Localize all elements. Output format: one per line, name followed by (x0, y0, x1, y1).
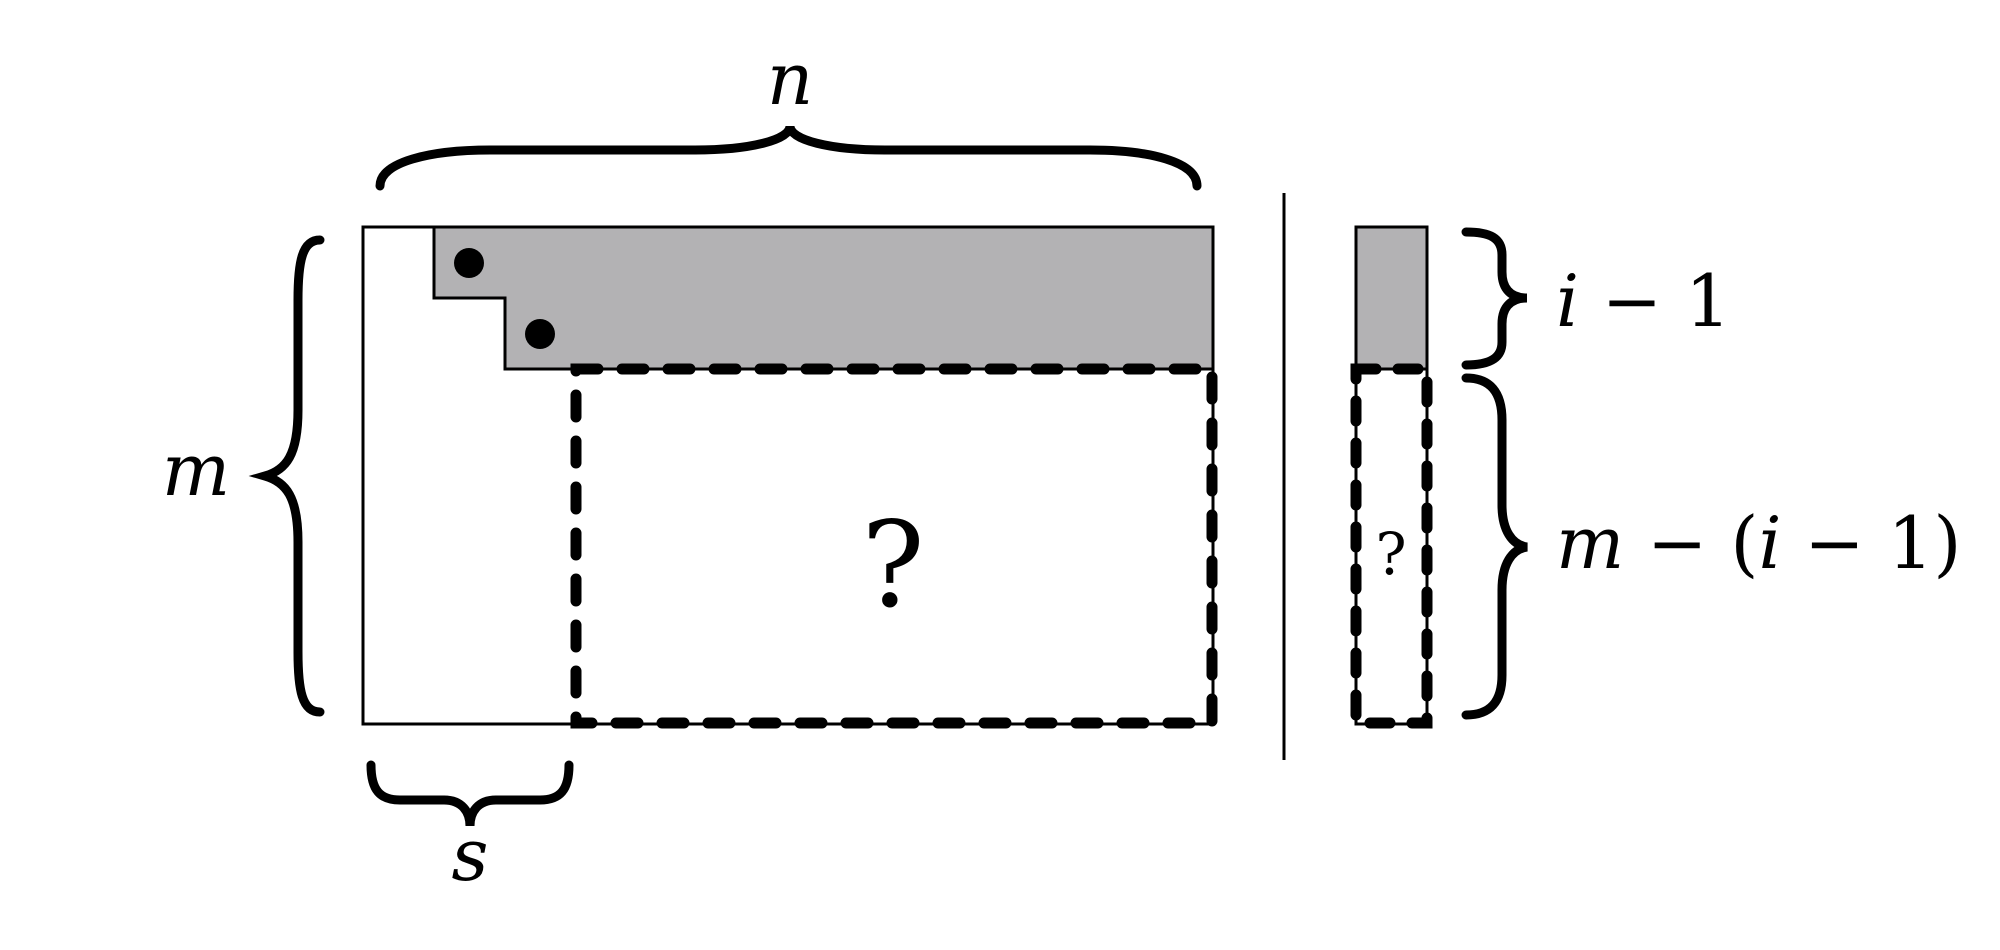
brace-m: m (162, 235, 325, 717)
brace-s: s (366, 760, 574, 897)
column-vector: ? (1350, 225, 1433, 729)
vector-shaded-part (1354, 225, 1429, 371)
label-n: n (767, 37, 813, 121)
label-i-minus-1: i − 1 (1556, 259, 1731, 343)
label-s: s (452, 813, 489, 897)
pivot-dot-1 (454, 248, 484, 278)
unknown-big-label: ? (861, 496, 924, 634)
main-matrix: ? (361, 225, 1218, 729)
shaded-region (432, 225, 1215, 371)
label-m: m (162, 428, 230, 512)
unknown-small-label: ? (1375, 520, 1406, 588)
pivot-dot-2 (525, 319, 555, 349)
vector-unknown-part (1350, 363, 1433, 729)
brace-i-minus-1: i − 1 (1461, 227, 1731, 370)
brace-n: n (375, 37, 1202, 191)
brace-m-minus-i-minus-1: m − (i − 1) (1461, 373, 1962, 720)
label-m-minus-i-minus-1: m − (i − 1) (1556, 501, 1962, 585)
